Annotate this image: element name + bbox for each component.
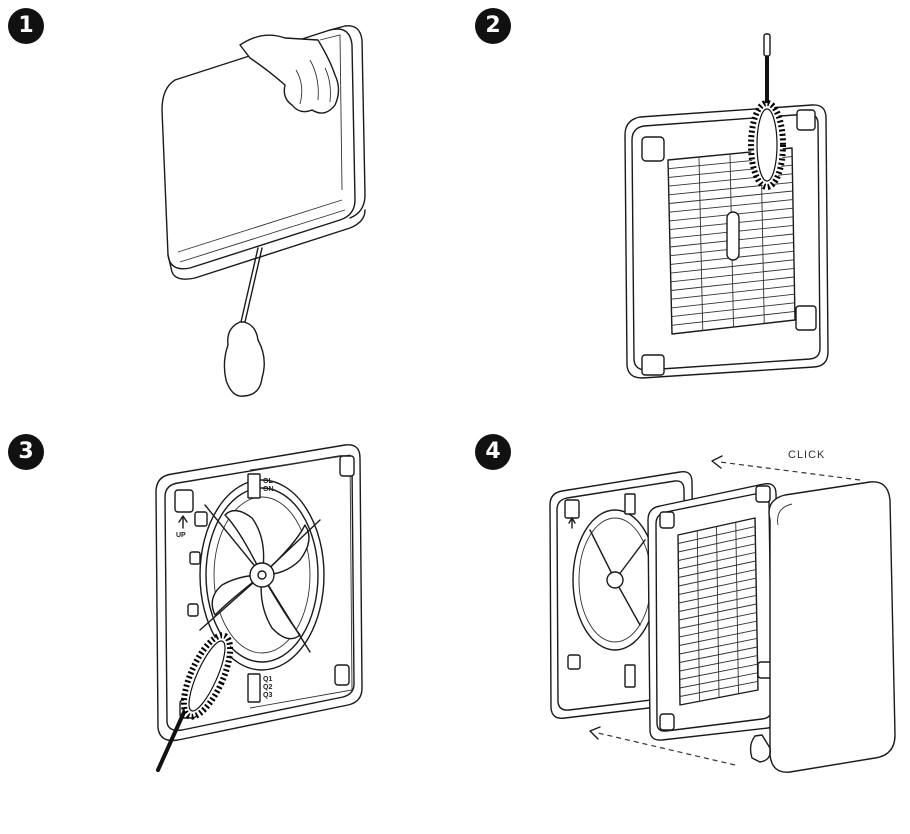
click-arrow-bottom: [597, 732, 736, 766]
corner-clip: [641, 354, 665, 376]
click-arrow-top: [719, 461, 861, 481]
click-label: CLICK: [788, 449, 826, 461]
brush-head: [180, 632, 234, 720]
top-switch-block: [247, 473, 261, 499]
up-label: UP: [176, 532, 186, 539]
fan-blades: [211, 510, 310, 640]
brush-handle: [156, 708, 187, 772]
step-3-badge: 3: [8, 434, 44, 470]
up-arrow-icon: [178, 515, 188, 529]
fan-housing: [199, 479, 325, 671]
front-cover: [768, 481, 896, 773]
bottom-switch-block: [247, 673, 261, 703]
step-1-badge: 1: [8, 8, 44, 44]
step-4-badge: 4: [475, 434, 511, 470]
screwdriver-handle: [223, 321, 265, 397]
hand-icon: [239, 34, 340, 114]
corner-clip: [795, 305, 817, 331]
grille-slats: [678, 522, 758, 702]
step-2-badge: 2: [475, 8, 511, 44]
corner-clip: [796, 109, 816, 131]
screwdriver-shaft: [244, 247, 263, 323]
corner-clip: [641, 136, 665, 162]
